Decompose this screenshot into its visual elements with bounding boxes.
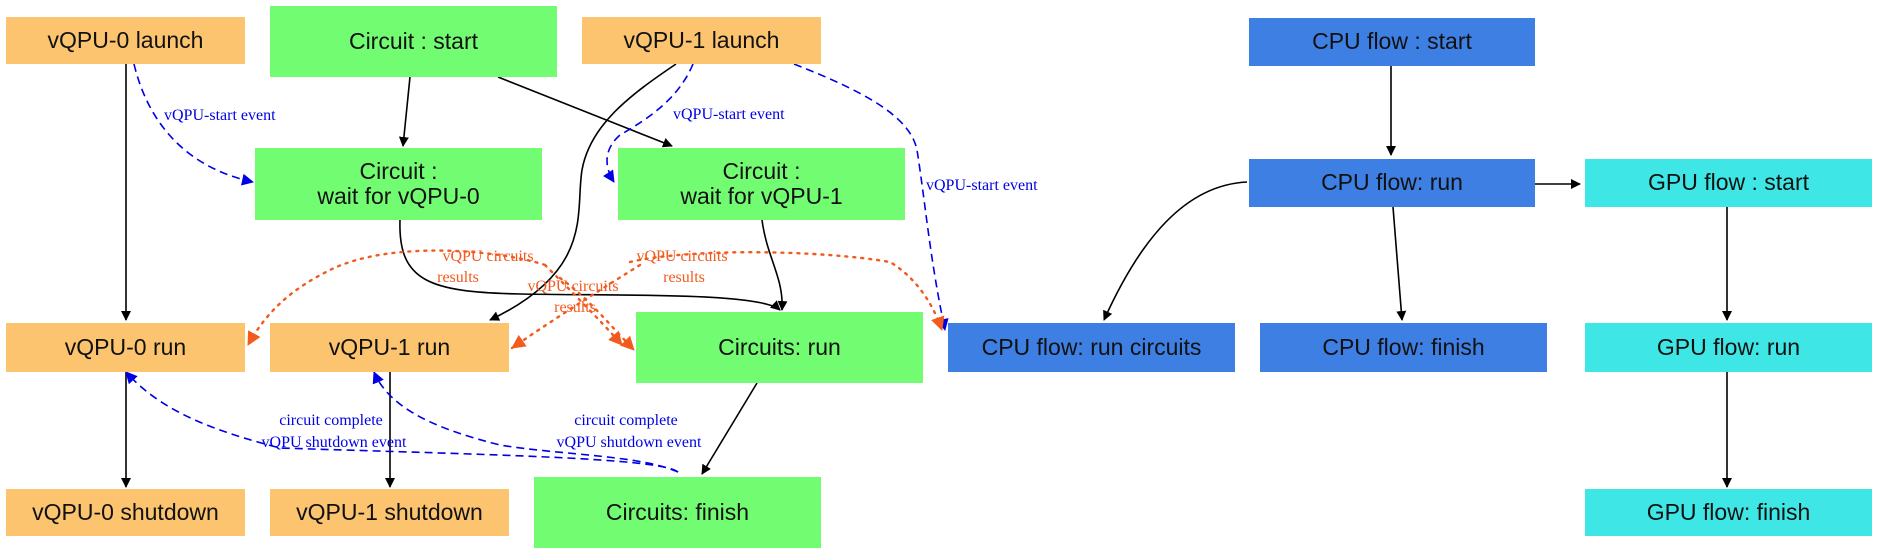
event-vqpu1-start-to-cpu-run-circuits <box>793 63 949 331</box>
edge-label-vqpu0-start-event: vQPU-start event <box>164 107 276 124</box>
edge-label-results-1: results <box>437 269 479 286</box>
node-vqpu1-shutdown: vQPU-1 shutdown <box>270 489 509 536</box>
node-gpu-flow-run: GPU flow: run <box>1585 323 1872 372</box>
node-vqpu0-launch: vQPU-0 launch <box>6 17 245 64</box>
results-edge-vqpu0 <box>246 249 547 347</box>
node-cpu-flow-start: CPU flow : start <box>1249 18 1535 66</box>
edge-label-circuit-complete-2: circuit complete <box>574 412 678 429</box>
node-cpu-flow-finish: CPU flow: finish <box>1260 323 1547 372</box>
edge-label-vqpu-circuits-3: vQPU circuits <box>527 278 618 295</box>
node-cpu-flow-run: CPU flow: run <box>1249 159 1535 207</box>
node-vqpu0-shutdown: vQPU-0 shutdown <box>6 489 245 536</box>
event-vqpu0-start <box>133 63 254 186</box>
edge-cpu-run-to-finish <box>1392 206 1407 321</box>
edge-wait-vqpu0-to-circuits-run <box>399 219 781 311</box>
edge-label-circuit-complete-1: circuit complete <box>279 412 383 429</box>
edge-label-results-2: results <box>663 269 705 286</box>
edge-circuits-run-to-finish <box>701 382 758 475</box>
edge-label-cpu-start-event: vQPU-start event <box>926 177 1038 194</box>
edge-label-vqpu-circuits-1: vQPU circuits <box>442 248 533 265</box>
node-circuit-wait-vqpu1: Circuit : wait for vQPU-1 <box>618 148 905 220</box>
edge-label-vqpu-circuits-2: vQPU circuits <box>636 248 727 265</box>
edge-circuit-start-to-wait-vqpu0 <box>398 76 411 147</box>
results-edge-circuits-b <box>543 263 624 347</box>
edge-label-shutdown-event-1: vQPU shutdown event <box>262 434 407 451</box>
node-circuit-start: Circuit : start <box>270 6 557 77</box>
edge-label-results-3: results <box>554 299 596 316</box>
node-gpu-flow-start: GPU flow : start <box>1585 159 1872 207</box>
node-vqpu0-run: vQPU-0 run <box>6 323 245 372</box>
results-edge-cpu <box>628 251 945 332</box>
event-vqpu1-start-to-wait <box>602 63 694 183</box>
edge-circuit-start-to-wait-vqpu1 <box>497 76 673 148</box>
event-shutdown-vqpu1 <box>372 371 679 473</box>
node-vqpu1-run: vQPU-1 run <box>270 323 509 372</box>
edge-cpu-run-to-run-circuits <box>1103 181 1248 321</box>
results-edge-vqpu1-a <box>510 263 642 350</box>
node-vqpu1-launch: vQPU-1 launch <box>582 17 821 64</box>
node-circuit-wait-vqpu0: Circuit : wait for vQPU-0 <box>255 148 542 220</box>
node-circuits-finish: Circuits: finish <box>534 477 821 548</box>
edge-label-vqpu1-start-event: vQPU-start event <box>673 106 785 123</box>
node-gpu-flow-finish: GPU flow: finish <box>1585 489 1872 536</box>
event-shutdown-vqpu0 <box>125 371 679 473</box>
edge-vqpu1-launch-to-vqpu1-run <box>489 63 677 321</box>
edge-wait-vqpu1-to-circuits-run <box>761 219 788 311</box>
edge-label-shutdown-event-2: vQPU shutdown event <box>557 434 702 451</box>
node-circuits-run: Circuits: run <box>636 312 923 383</box>
results-edge-circuits-a <box>558 276 636 352</box>
node-cpu-flow-run-circuits: CPU flow: run circuits <box>948 323 1235 372</box>
